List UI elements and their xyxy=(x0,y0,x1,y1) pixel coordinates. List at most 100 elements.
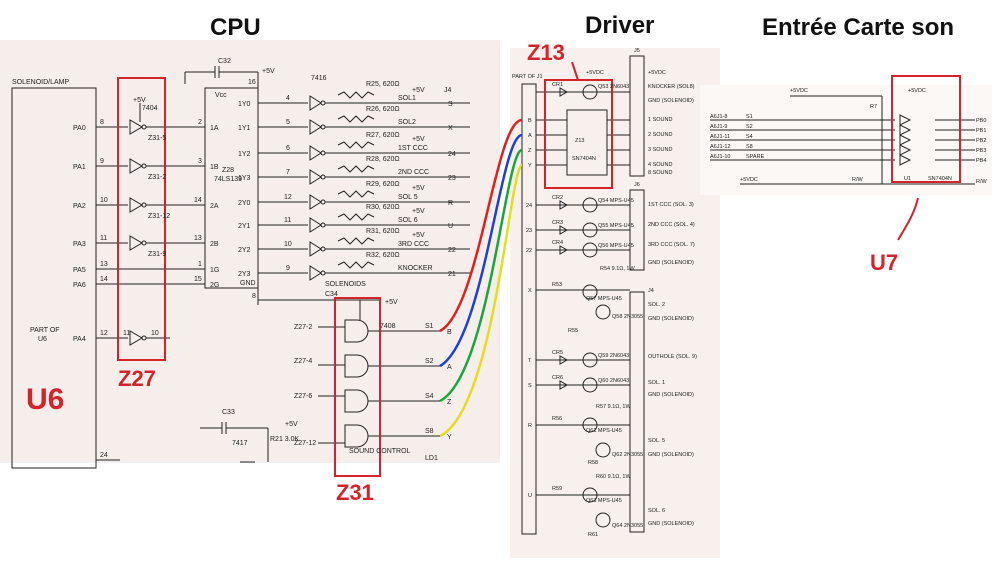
q53-label: Q53 2N6043 xyxy=(598,84,629,90)
z28-out-pin-1: 5 xyxy=(286,119,290,126)
z13-highlight-box xyxy=(544,79,613,189)
z28-decoder xyxy=(204,87,259,289)
z28-vcc-pin: 16 xyxy=(248,79,256,86)
cr5-label: CR5 xyxy=(552,350,563,356)
z28-in-pin-2a: 14 xyxy=(194,197,202,204)
r59-label: R59 xyxy=(552,486,562,492)
driver-out-2: GND (SOLENOID) xyxy=(648,98,694,104)
z28-out-pin-7: 9 xyxy=(286,265,290,272)
sound-supply-top: +5VDC xyxy=(908,88,926,94)
sol2-label: SOL2 xyxy=(398,119,416,126)
j4-letter-2: 24 xyxy=(448,151,456,158)
cr6-label: CR6 xyxy=(552,375,563,381)
q57-label: Q57 MPS-U45 xyxy=(586,296,622,302)
sound-signal-spare: SPARE xyxy=(746,154,765,160)
r30-label: R30, 620Ω xyxy=(366,204,400,211)
z31-highlight-box xyxy=(334,297,381,477)
pa3-pin: 11 xyxy=(100,235,107,242)
j1-letter-r: R xyxy=(528,423,532,429)
q60-label: Q60 2N6043 xyxy=(598,378,629,384)
sound-control-label: SOUND CONTROL xyxy=(349,448,411,455)
s8-label: S8 xyxy=(425,428,434,435)
pa3-label: PA3 xyxy=(73,241,86,248)
j4-label: J4 xyxy=(444,87,452,94)
2nd-ccc-label: 2ND CCC xyxy=(398,169,429,176)
pa2-pin: 10 xyxy=(100,197,108,204)
driver-out-6: 4 SOUND xyxy=(648,162,672,168)
r57-label: R57 9.1Ω, 1W xyxy=(596,404,631,410)
r7-label: R7 xyxy=(870,104,877,110)
cr1-label: CR1 xyxy=(552,82,563,88)
z13-ref-label: Z13 xyxy=(575,138,584,144)
u7-annotation: U7 xyxy=(870,250,899,275)
z13-chip xyxy=(566,109,608,176)
j4-letter-1: X xyxy=(448,125,453,132)
z27-pa4-out-pin: 10 xyxy=(151,330,159,337)
driver-low-0: SOL. 2 xyxy=(648,302,665,308)
z28-out-1y1: 1Y1 xyxy=(238,125,251,132)
driver-low-8: GND (SOLENOID) xyxy=(648,521,694,527)
z28-in-2b: 2B xyxy=(210,241,219,248)
r58-label: R58 xyxy=(588,460,598,466)
q55-label: Q55 MPS-U45 xyxy=(598,223,634,229)
driver-low-4: GND (SOLENOID) xyxy=(648,392,694,398)
q64-label: Q64 2N3055 xyxy=(612,523,643,529)
sound-pin-3: A6J1-12 xyxy=(710,144,731,150)
driver-ccc-2: 3RD CCC (SOL. 7) xyxy=(648,242,695,248)
u7-highlight-box xyxy=(891,75,961,183)
pa5-pin: 13 xyxy=(100,261,108,268)
cpu-schematic-panel xyxy=(0,40,500,463)
q56-label: Q56 MPS-U45 xyxy=(598,243,634,249)
driver-out-5: 3 SOUND xyxy=(648,147,672,153)
c34-label: C34 xyxy=(325,291,338,298)
cpu-heading: CPU xyxy=(210,14,261,41)
z28-out-pin-3: 7 xyxy=(286,169,290,176)
r27-label: R27, 620Ω xyxy=(366,132,400,139)
r-supply-0: +5V xyxy=(412,87,425,94)
z28-in-pin-1a: 2 xyxy=(198,119,202,126)
driver-out-1: KNOCKER (SOL8) xyxy=(648,84,695,90)
z31-5-label: Z31-5 xyxy=(148,135,166,142)
chip-7417-label: 7417 xyxy=(232,440,248,447)
q63-label: Q63 MPS-U45 xyxy=(586,498,622,504)
driver-heading: Driver xyxy=(585,12,655,39)
driver-out-7: 8 SOUND xyxy=(648,170,672,176)
driver-low-1: GND (SOLENOID) xyxy=(648,316,694,322)
j4-letter-0: S xyxy=(448,101,453,108)
z31-9-label: Z31-9 xyxy=(148,251,166,258)
q61-label: Q61 MPS-U45 xyxy=(586,428,622,434)
letter-y: Y xyxy=(447,434,452,441)
q54-label: Q54 MPS-U45 xyxy=(598,198,634,204)
u6-block xyxy=(11,87,97,469)
j1-letter-24: 24 xyxy=(526,203,532,209)
sol5-label: SOL 5 xyxy=(398,194,418,201)
z28-out-1y3: 1Y3 xyxy=(238,175,251,182)
z28-gnd-label: GND xyxy=(240,280,256,287)
z28-out-pin-4: 12 xyxy=(284,194,292,201)
sound-signal-s1: S1 xyxy=(746,114,753,120)
j4-driver-label: J4 xyxy=(648,288,654,294)
z28-in-pin-1g: 1 xyxy=(198,261,202,268)
driver-ccc-1: 2ND CCC (SOL. 4) xyxy=(648,222,695,228)
driver-low-3: SOL. 1 xyxy=(648,380,665,386)
pa6-label: PA6 xyxy=(73,282,86,289)
j5-connector xyxy=(629,55,645,177)
z28-out-pin-0: 4 xyxy=(286,95,290,102)
r-supply-5: +5V xyxy=(412,208,425,215)
r53-label: R53 xyxy=(552,282,562,288)
z28-out-pin-5: 11 xyxy=(284,217,291,224)
z28-in-pin-2b: 13 xyxy=(194,235,202,242)
chip-7416-label: 7416 xyxy=(311,75,327,82)
z27-chip-label: 7404 xyxy=(142,105,158,112)
j5-label: J5 xyxy=(634,48,640,54)
r31-label: R31, 620Ω xyxy=(366,228,400,235)
sound-pin-1: A6J1-9 xyxy=(710,124,727,130)
r-supply-4: +5V xyxy=(412,185,425,192)
nand-in-z27-4: Z27-4 xyxy=(294,358,312,365)
sound-signal-s4: S4 xyxy=(746,134,753,140)
j1-letter-b: B xyxy=(528,118,532,124)
wire-red xyxy=(439,118,523,333)
z27-highlight-box xyxy=(117,77,166,361)
cpu-supply-label: +5V xyxy=(262,68,275,75)
